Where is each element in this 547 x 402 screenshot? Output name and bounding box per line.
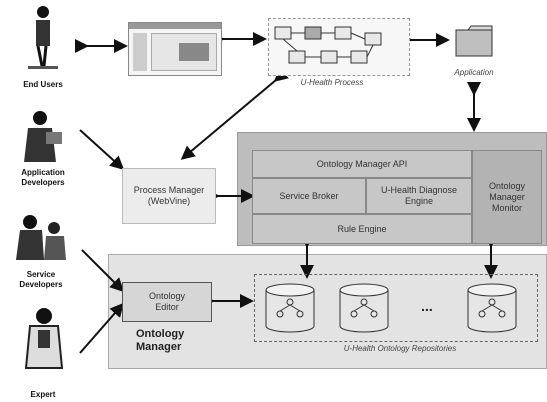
uhealth-diagnose-engine: U-Health Diagnose Engine xyxy=(366,178,472,214)
ontology-editor-box: Ontology Editor xyxy=(122,282,212,322)
ontology-manager-api: Ontology Manager API xyxy=(252,150,472,178)
ontology-editor-label: Ontology Editor xyxy=(148,291,186,312)
service-developers-label: Service Developers xyxy=(19,270,63,289)
ontology-manager-title: Ontology Manager xyxy=(136,328,185,353)
process-caption: U-Health Process xyxy=(300,78,364,87)
arrow-expert-editor xyxy=(79,302,124,354)
arrow-servdev-editor xyxy=(81,249,125,293)
process-manager-label: Process Manager (WebVine) xyxy=(133,185,205,206)
rule-engine: Rule Engine xyxy=(252,214,472,244)
repositories-frame xyxy=(254,274,538,342)
end-user-icon xyxy=(26,4,60,70)
repository-db-3 xyxy=(464,280,520,336)
process-manager-box: Process Manager (WebVine) xyxy=(122,168,216,224)
arrow-process-pm xyxy=(180,67,289,160)
expert-icon xyxy=(22,306,66,370)
uhealth-process-box xyxy=(268,18,410,76)
end-users-label: End Users xyxy=(23,80,63,89)
application-label: Application xyxy=(454,68,494,77)
ontology-manager-monitor: Ontology Manager Monitor xyxy=(472,150,542,244)
service-broker: Service Broker xyxy=(252,178,366,214)
application-icon xyxy=(454,24,494,58)
app-developer-icon xyxy=(20,108,66,164)
repositories-caption: U-Health Ontology Repositories xyxy=(343,344,457,353)
service-developer-icon xyxy=(12,212,74,262)
app-developers-label: Application Developers xyxy=(21,168,65,187)
arrow-appdev-pm xyxy=(79,129,125,171)
user-interface-thumbnail xyxy=(128,22,222,76)
expert-label: Expert xyxy=(30,390,56,399)
repository-db-1 xyxy=(262,280,318,336)
repository-ellipsis: ... xyxy=(421,298,433,314)
repository-db-2 xyxy=(336,280,392,336)
